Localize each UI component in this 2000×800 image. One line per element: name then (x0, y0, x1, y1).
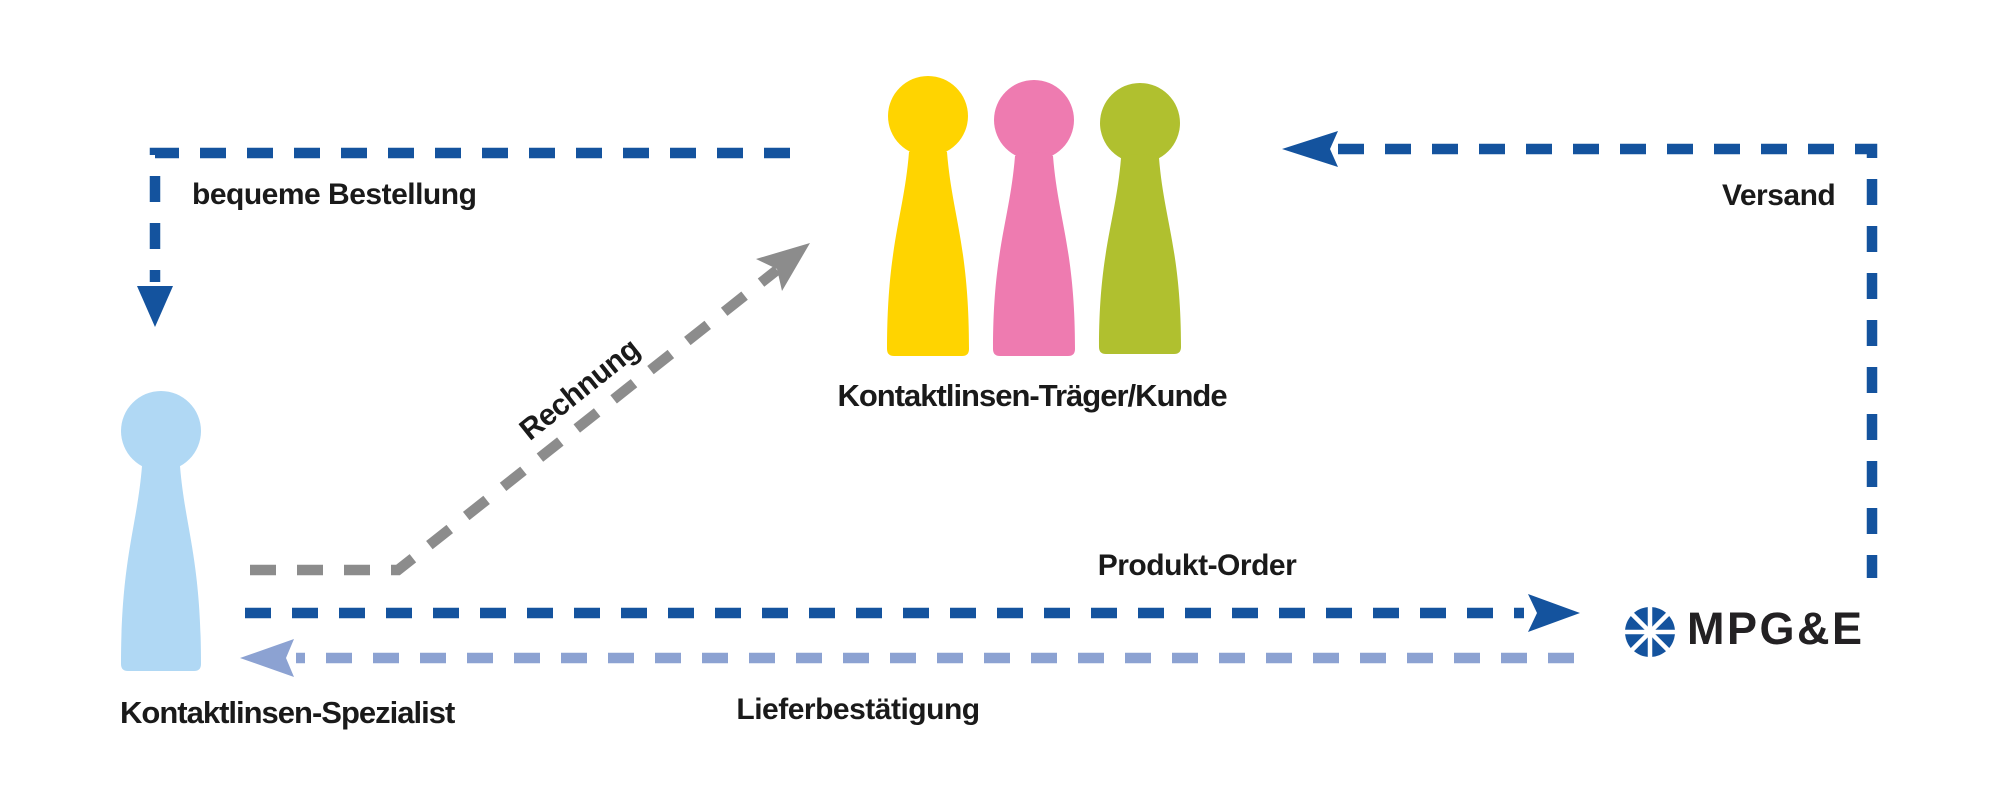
node-label-specialist: Kontaktlinsen-Spezialist (120, 695, 455, 730)
node-label-customer: Kontaktlinsen-Träger/Kunde (837, 378, 1227, 413)
node-label-company-wordmark: MPG&E (1687, 603, 1865, 654)
customer-figures (887, 76, 1181, 356)
arrow-versand-line (1338, 143, 1878, 578)
arrow-rechnung-head (756, 243, 810, 291)
customer-figure-green-body (1099, 154, 1181, 354)
customer-figure-green-head (1100, 83, 1180, 163)
mpge-logo-icon (1623, 605, 1677, 659)
edge-label-versand: Versand (1722, 179, 1836, 212)
specialist-figure (121, 391, 201, 671)
arrow-versand (1282, 131, 1878, 578)
arrow-produkt-order (245, 594, 1580, 632)
customer-figure-yellow (887, 76, 969, 356)
customer-figure-yellow-body (887, 148, 969, 356)
specialist-figure-body (121, 462, 201, 671)
arrow-lieferbestaetigung (240, 639, 1574, 677)
customer-figure-pink-head (994, 80, 1074, 160)
edge-label-bequeme-bestellung: bequeme Bestellung (192, 178, 477, 211)
edge-label-lieferbestaetigung: Lieferbestätigung (736, 693, 980, 726)
arrow-bequeme-bestellung-head (137, 286, 173, 327)
customer-figure-pink-body (993, 152, 1075, 356)
arrow-bequeme-bestellung-line (149, 147, 790, 282)
mpge-logo-hub (1646, 628, 1654, 636)
edge-label-produkt-order: Produkt-Order (1097, 549, 1297, 582)
customer-figure-yellow-head (888, 76, 968, 156)
arrow-rechnung (250, 243, 810, 576)
specialist-figure-head (121, 391, 201, 471)
arrow-rechnung-line (250, 265, 781, 576)
customer-figure-pink (993, 80, 1075, 356)
arrow-bequeme-bestellung (137, 147, 790, 327)
arrow-produkt-order-head (1528, 594, 1580, 632)
arrow-versand-head (1282, 131, 1338, 167)
customer-figure-green (1099, 83, 1181, 354)
arrow-lieferbestaetigung-head (240, 639, 294, 677)
